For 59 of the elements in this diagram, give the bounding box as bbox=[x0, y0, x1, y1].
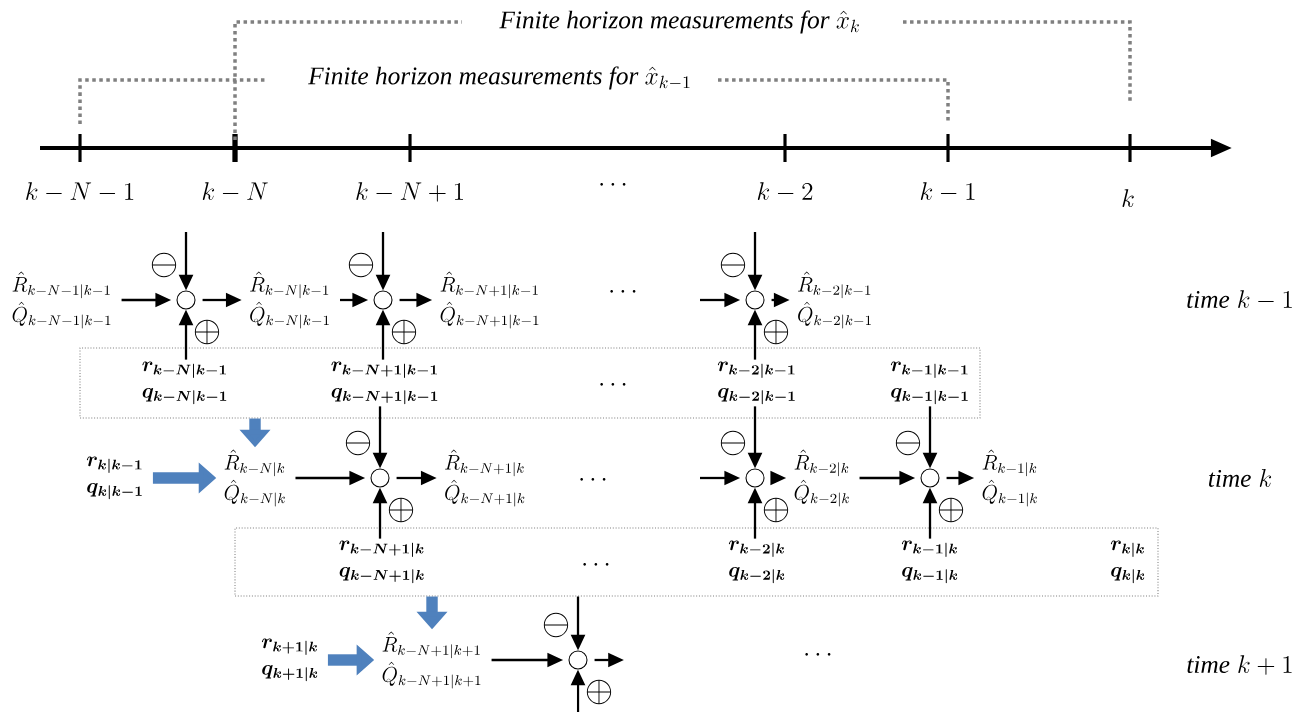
sign-symbol: $\ominus$ bbox=[348, 252, 374, 278]
summing-junction bbox=[176, 290, 196, 310]
bold-formula: $\boldsymbol{r_{k-2|k-1}}$ $\boldsymbol{q_{k-2|k-1}}$ bbox=[717, 361, 795, 405]
estimate-formula: $\hat{R}_{k-2|k-1}$ $\hat{Q}_{k-2|k-1}$ bbox=[798, 271, 871, 329]
bold-formula: $\boldsymbol{r_{k-N+1|k-1}}$ $\boldsymbol{q_{k-N+1|k-1}}$ bbox=[331, 361, 438, 405]
ellipsis: $\cdots$ bbox=[580, 477, 606, 481]
tick-label: $k$ bbox=[1122, 189, 1134, 208]
bold-formula: $\boldsymbol{r_{k-1|k}}$ $\boldsymbol{q_{k-1|k}}$ bbox=[901, 540, 958, 584]
sign-symbol: $\ominus$ bbox=[720, 252, 746, 278]
sign-symbol: $\oplus$ bbox=[391, 319, 417, 345]
tick-label: $\cdots$ bbox=[600, 182, 626, 186]
summing-junction bbox=[568, 650, 588, 670]
summing-junction bbox=[745, 468, 765, 488]
sign-symbol: $\ominus$ bbox=[345, 430, 371, 456]
summing-junction bbox=[373, 290, 393, 310]
bold-formula: $\boldsymbol{r_{k-N|k-1}}$ $\boldsymbol{q_{k-N|k-1}}$ bbox=[142, 361, 227, 405]
bold-formula: $\boldsymbol{r_{k|k}}$ $\boldsymbol{q_{k|k}}$ bbox=[1110, 540, 1145, 584]
bold-formula: $\boldsymbol{r_{k-N+1|k}}$ $\boldsymbol{q_{k-N+1|k}}$ bbox=[339, 540, 424, 584]
bold-formula: $\boldsymbol{r_{k+1|k}}$ $\boldsymbol{q_{k+1|k}}$ bbox=[261, 638, 318, 682]
estimate-formula: $\hat{R}_{k-N+1|k-1}$ $\hat{Q}_{k-N+1|k-1}$ bbox=[440, 271, 539, 329]
bold-formula: $\boldsymbol{r_{k-1|k-1}}$ $\boldsymbol{q_{k-1|k-1}}$ bbox=[890, 361, 968, 405]
bold-formula: $\boldsymbol{r_{k-2|k}}$ $\boldsymbol{q_{k-2|k}}$ bbox=[728, 540, 785, 584]
ellipsis: $\cdots$ bbox=[805, 652, 831, 656]
sign-symbol: $\oplus$ bbox=[763, 497, 789, 523]
bold-formula: $\boldsymbol{r_{k|k-1}}$ $\boldsymbol{q_{k|k-1}}$ bbox=[86, 456, 142, 500]
estimate-formula: $\hat{R}_{k-N+1|k}$ $\hat{Q}_{k-N+1|k}$ bbox=[445, 449, 525, 507]
ellipsis: $\cdots$ bbox=[600, 382, 626, 386]
summing-junction bbox=[920, 468, 940, 488]
tick-label: $k-N$ bbox=[202, 182, 268, 200]
time-label: $\mathit{time}\;k$ bbox=[1208, 469, 1272, 487]
sign-symbol: $\oplus$ bbox=[938, 497, 964, 523]
dotted-frame bbox=[234, 527, 1159, 597]
tick-label: $k-1$ bbox=[920, 182, 975, 200]
horizon-label: $\textit{Finite horizon measurements for }\hat{x}_{k-1}$ bbox=[308, 66, 690, 90]
sign-symbol: $\oplus$ bbox=[763, 319, 789, 345]
estimate-formula: $\hat{R}_{k-2|k}$ $\hat{Q}_{k-2|k}$ bbox=[794, 449, 849, 507]
sign-symbol: $\ominus$ bbox=[895, 430, 921, 456]
horizon-label: $\textit{Finite horizon measurements for }\hat{x}_{k}$ bbox=[499, 10, 859, 34]
estimate-formula: $\hat{R}_{k-N|k-1}$ $\hat{Q}_{k-N|k-1}$ bbox=[250, 271, 329, 329]
sign-symbol: $\ominus$ bbox=[151, 252, 177, 278]
ellipsis: $\cdots$ bbox=[583, 562, 609, 566]
estimate-formula: $\hat{R}_{k-1|k}$ $\hat{Q}_{k-1|k}$ bbox=[982, 449, 1037, 507]
sign-symbol: $\ominus$ bbox=[720, 430, 746, 456]
tick-label: $k-2$ bbox=[757, 182, 813, 200]
time-label: $\mathit{time}\;k+1$ bbox=[1187, 655, 1292, 675]
summing-junction bbox=[745, 290, 765, 310]
estimate-formula: $\hat{R}_{k-N+1|k+1}$ $\hat{Q}_{k-N+1|k+1}$ bbox=[382, 631, 481, 689]
summing-junction bbox=[370, 468, 390, 488]
sign-symbol: $\ominus$ bbox=[543, 612, 569, 638]
ellipsis: $\cdots$ bbox=[610, 289, 636, 293]
sign-symbol: $\oplus$ bbox=[388, 497, 414, 523]
time-label: $\mathit{time}\;k-1$ bbox=[1187, 290, 1292, 308]
tick-label: $k-N+1$ bbox=[356, 182, 463, 202]
sign-symbol: $\oplus$ bbox=[586, 679, 612, 705]
tick-label: $k-N-1$ bbox=[26, 182, 134, 200]
estimate-formula: $\hat{R}_{k-N|k}$ $\hat{Q}_{k-N|k}$ bbox=[224, 449, 285, 507]
estimate-formula: $\hat{R}_{k-N-1|k-1}$ $\hat{Q}_{k-N-1|k-1}$ bbox=[12, 271, 111, 329]
dotted-frame bbox=[79, 347, 981, 419]
sign-symbol: $\oplus$ bbox=[194, 319, 220, 345]
